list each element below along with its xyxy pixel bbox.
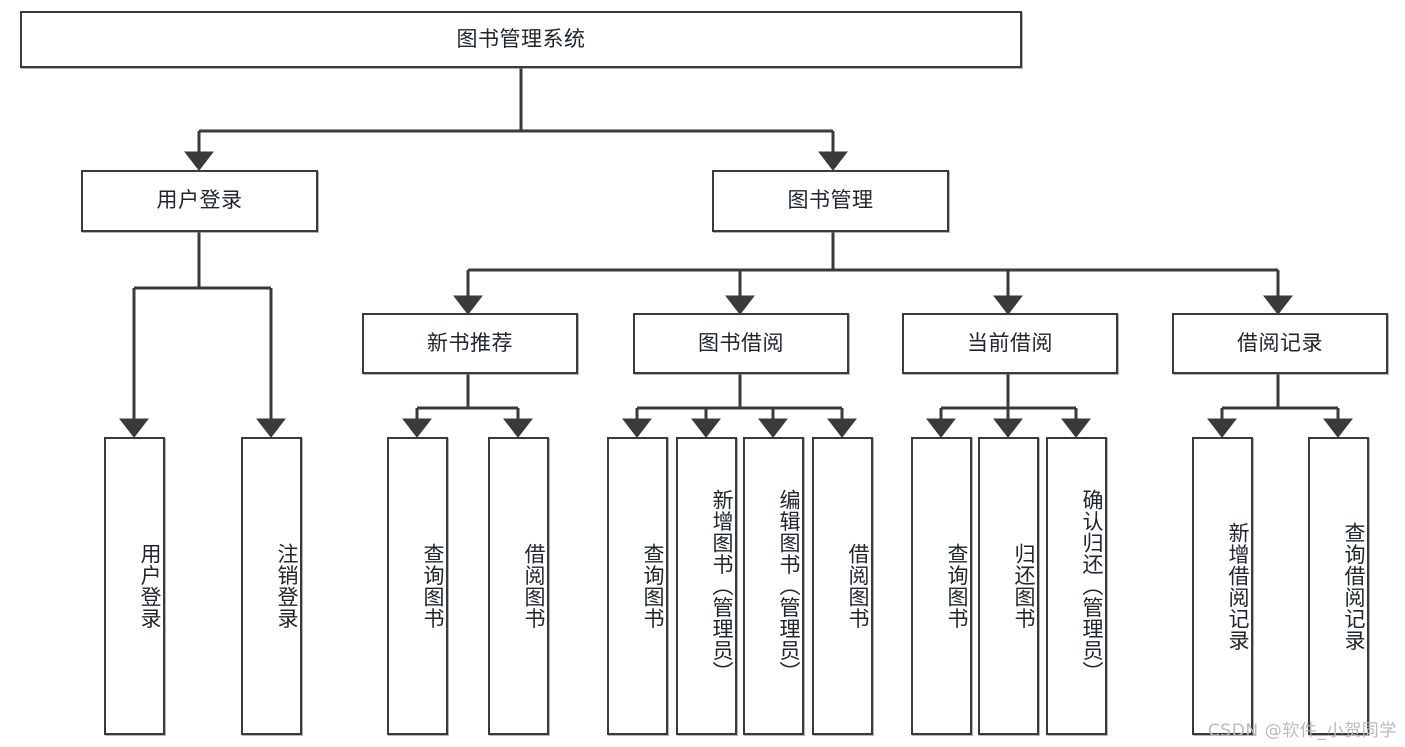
leaf-bookborrow-add-book[interactable]: 新增图书（管理员） (676, 437, 737, 735)
leaf-logout[interactable]: 注销登录 (241, 437, 302, 735)
leaf-currentborrow-return-book[interactable]: 归还图书 (978, 437, 1039, 735)
leaf-borrowrecord-query-record-label: 查询借阅记录 (1342, 521, 1366, 651)
node-user-login[interactable]: 用户登录 (81, 170, 318, 232)
leaf-logout-label: 注销登录 (275, 543, 299, 629)
node-current-borrow[interactable]: 当前借阅 (902, 313, 1118, 374)
leaf-bookborrow-query-book-label: 查询图书 (641, 543, 665, 629)
leaf-bookborrow-add-book-label: 新增图书（管理员） (710, 489, 734, 683)
leaf-bookborrow-edit-book-label: 编辑图书（管理员） (777, 489, 801, 683)
node-book-management-label: 图书管理 (787, 188, 874, 213)
node-root-system-label: 图书管理系统 (456, 26, 586, 51)
leaf-currentborrow-return-book-label: 归还图书 (1012, 543, 1036, 629)
watermark-text: CSDN @软件_小贺同学 (1207, 721, 1397, 741)
leaf-currentborrow-query-book[interactable]: 查询图书 (911, 437, 972, 735)
leaf-borrowrecord-add-record[interactable]: 新增借阅记录 (1192, 437, 1253, 735)
leaf-currentborrow-confirm-return[interactable]: 确认归还（管理员） (1046, 437, 1107, 735)
leaf-bookborrow-edit-book[interactable]: 编辑图书（管理员） (743, 437, 804, 735)
node-new-book-recommend-label: 新书推荐 (427, 330, 513, 355)
node-new-book-recommend[interactable]: 新书推荐 (362, 313, 578, 374)
leaf-currentborrow-query-book-label: 查询图书 (945, 543, 969, 629)
leaf-borrowrecord-add-record-label: 新增借阅记录 (1226, 521, 1250, 651)
leaf-bookborrow-query-book[interactable]: 查询图书 (607, 437, 668, 735)
leaf-newbook-borrow-book-label: 借阅图书 (522, 543, 546, 629)
node-root-system[interactable]: 图书管理系统 (20, 11, 1022, 68)
node-borrow-record-label: 借阅记录 (1237, 330, 1323, 355)
leaf-newbook-query-book[interactable]: 查询图书 (387, 437, 448, 735)
leaf-borrowrecord-query-record[interactable]: 查询借阅记录 (1308, 437, 1369, 735)
leaf-user-login-label: 用户登录 (138, 543, 162, 629)
leaf-currentborrow-confirm-return-label: 确认归还（管理员） (1080, 489, 1104, 683)
node-book-borrow[interactable]: 图书借阅 (633, 313, 849, 374)
node-current-borrow-label: 当前借阅 (967, 330, 1053, 355)
node-book-borrow-label: 图书借阅 (698, 330, 784, 355)
node-user-login-label: 用户登录 (156, 188, 243, 213)
leaf-bookborrow-borrow-book-label: 借阅图书 (846, 543, 870, 629)
leaf-bookborrow-borrow-book[interactable]: 借阅图书 (812, 437, 873, 735)
leaf-user-login[interactable]: 用户登录 (104, 437, 165, 735)
leaf-newbook-query-book-label: 查询图书 (421, 543, 445, 629)
leaf-newbook-borrow-book[interactable]: 借阅图书 (488, 437, 549, 735)
node-book-management[interactable]: 图书管理 (712, 170, 949, 232)
node-borrow-record[interactable]: 借阅记录 (1172, 313, 1388, 374)
